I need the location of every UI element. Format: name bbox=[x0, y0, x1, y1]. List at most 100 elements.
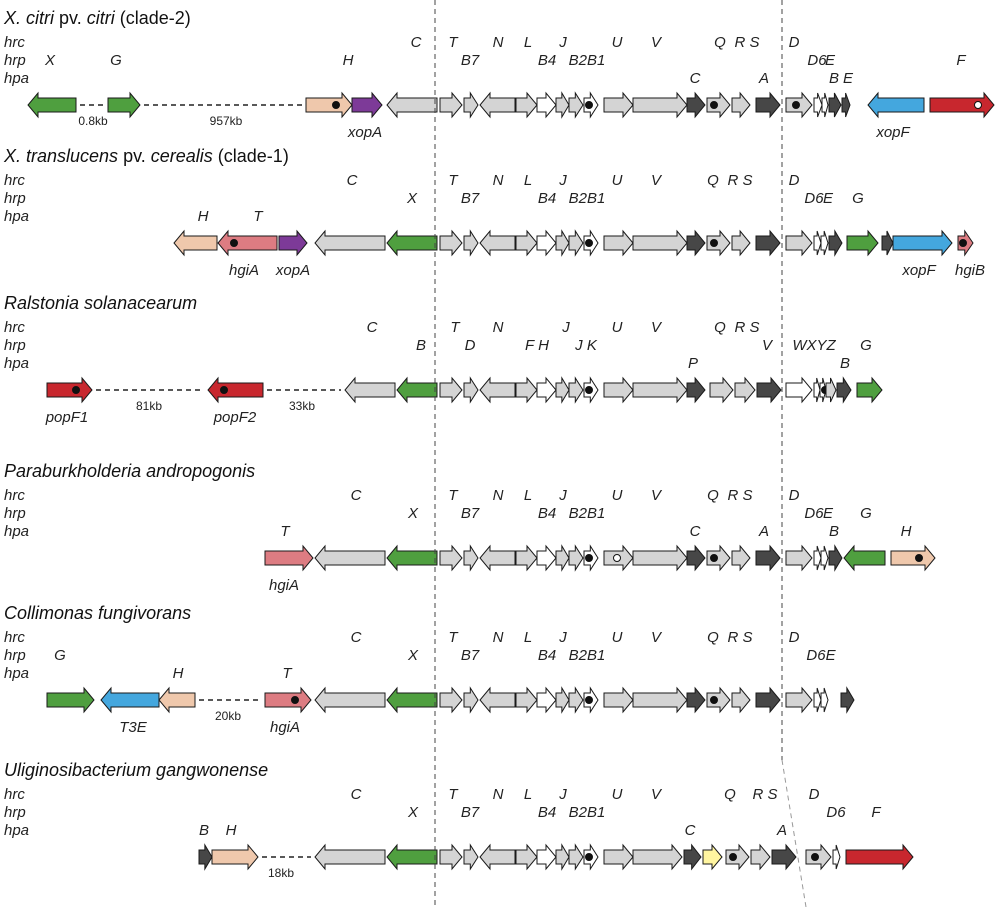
gene-label-d6: D6 bbox=[807, 52, 827, 69]
gene-label-g: G bbox=[110, 52, 122, 69]
gene-arrow bbox=[568, 843, 584, 871]
panel-4: Paraburkholderia andropogonishrchrphpaCX… bbox=[4, 461, 936, 594]
gene-arrow bbox=[813, 687, 822, 713]
gene-label-x: X bbox=[407, 647, 419, 664]
gene-label-n: N bbox=[493, 487, 504, 504]
gene-label-b4: B4 bbox=[538, 52, 556, 69]
promoter-dot bbox=[332, 101, 340, 109]
gene-arrow bbox=[755, 91, 781, 119]
gene-label-d6: D6 bbox=[804, 505, 824, 522]
gene-label-t: T bbox=[450, 319, 461, 336]
gene-arrow bbox=[439, 91, 463, 119]
row-label-hrp: hrp bbox=[4, 190, 26, 207]
gene-label-c: C bbox=[351, 629, 362, 646]
gene-arrow bbox=[686, 229, 706, 257]
gene-label-q: Q bbox=[707, 487, 719, 504]
gene-label-e: E bbox=[823, 505, 834, 522]
gene-arrow bbox=[683, 843, 702, 871]
promoter-dot bbox=[710, 696, 718, 704]
gene-arrow bbox=[568, 686, 584, 714]
gene-arrow bbox=[555, 686, 570, 714]
gene-arrow bbox=[686, 91, 706, 119]
gene-label-c: C bbox=[347, 172, 358, 189]
gene-arrow bbox=[555, 544, 570, 572]
gene-label-j: J bbox=[558, 629, 567, 646]
promoter-dot bbox=[792, 101, 800, 109]
gene-label-n: N bbox=[493, 172, 504, 189]
gene-label-e: E bbox=[823, 190, 834, 207]
gene-arrow bbox=[439, 544, 463, 572]
gene-arrow bbox=[536, 843, 557, 871]
gene-label-f: F bbox=[871, 804, 881, 821]
promoter-dot bbox=[915, 554, 923, 562]
gene-label-c: C bbox=[690, 0, 701, 4]
gene-arrow bbox=[603, 91, 634, 119]
gene-arrow bbox=[813, 377, 821, 403]
gene-arrow bbox=[929, 91, 995, 119]
organism-title: Collimonas fungivorans bbox=[4, 603, 191, 623]
gene-arrow bbox=[351, 91, 383, 119]
gene-arrow bbox=[785, 229, 813, 257]
gene-label-l: L bbox=[524, 172, 532, 189]
gene-arrow bbox=[702, 843, 723, 871]
gene-label-t: T bbox=[448, 487, 459, 504]
gene-label-r-s: R S bbox=[727, 487, 752, 504]
gene-label-b2b1: B2B1 bbox=[569, 804, 606, 821]
promoter-dot bbox=[220, 386, 228, 394]
effector-label-hgib: hgiB bbox=[955, 262, 985, 279]
gene-arrow bbox=[632, 843, 683, 871]
gene-arrow bbox=[439, 686, 463, 714]
gene-arrow bbox=[890, 544, 936, 572]
gene-arrow bbox=[686, 376, 706, 404]
gene-arrow bbox=[555, 376, 570, 404]
gene-label-q: Q bbox=[714, 34, 726, 51]
gene-arrow bbox=[632, 686, 688, 714]
gene-arrow bbox=[198, 843, 213, 871]
gene-label-b: B bbox=[840, 355, 850, 372]
gene-arrow bbox=[755, 686, 781, 714]
gene-arrow bbox=[555, 229, 570, 257]
gene-arrow bbox=[479, 91, 516, 119]
effector-label-hgia: hgiA bbox=[269, 577, 299, 594]
gene-arrow bbox=[709, 376, 734, 404]
gene-arrow bbox=[603, 376, 634, 404]
gene-arrow bbox=[439, 843, 463, 871]
gene-arrow bbox=[813, 92, 823, 118]
gene-label-u: U bbox=[612, 786, 623, 803]
gene-arrow bbox=[785, 544, 813, 572]
gene-arrow bbox=[820, 230, 829, 256]
gene-arrow bbox=[756, 376, 782, 404]
gene-label-n: N bbox=[493, 319, 504, 336]
gene-arrow bbox=[820, 687, 829, 713]
gene-arrow bbox=[856, 376, 883, 404]
gene-arrow bbox=[881, 230, 894, 256]
gene-arrow bbox=[386, 91, 438, 119]
gene-label-x: X bbox=[44, 52, 56, 69]
gene-label-u: U bbox=[612, 487, 623, 504]
gene-label-h: H bbox=[173, 665, 184, 682]
gene-label-v: V bbox=[651, 786, 663, 803]
promoter-dot bbox=[585, 239, 593, 247]
row-label-hrc: hrc bbox=[4, 319, 25, 336]
gene-label-b7: B7 bbox=[461, 647, 480, 664]
gap-label: 33kb bbox=[289, 399, 315, 413]
gene-arrow bbox=[867, 91, 925, 119]
effector-label-popf1: popF1 bbox=[45, 409, 89, 426]
effector-label-xopf: xopF bbox=[875, 124, 910, 141]
gene-arrow bbox=[515, 229, 538, 257]
gene-label-j-k: J K bbox=[574, 337, 598, 354]
organism-title: X. translucens pv. cerealis (clade-1) bbox=[3, 146, 289, 166]
gap-label: 957kb bbox=[210, 114, 243, 128]
gene-label-p: P bbox=[688, 355, 698, 372]
gap-label: 18kb bbox=[268, 866, 294, 880]
gene-arrow bbox=[386, 843, 438, 871]
gene-arrow bbox=[706, 229, 731, 257]
gene-arrow bbox=[603, 843, 634, 871]
row-label-hpa: hpa bbox=[4, 208, 29, 225]
gene-arrow bbox=[725, 843, 750, 871]
gene-label-l: L bbox=[524, 786, 532, 803]
gene-label-v: V bbox=[651, 34, 663, 51]
gene-arrow bbox=[107, 91, 141, 119]
organism-title: X. citri pv. citri (clade-2) bbox=[3, 8, 191, 28]
gene-arrow bbox=[463, 544, 479, 572]
